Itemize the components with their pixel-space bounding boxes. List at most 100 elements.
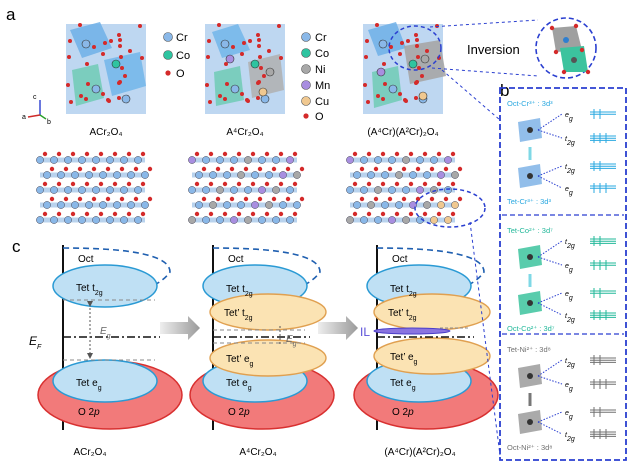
lattice-cation bbox=[78, 156, 86, 164]
band-diagram-3: IL Oct Tet t2g Tet’ t2g Tet’ eg Tet eg O… bbox=[353, 245, 499, 430]
lattice-cation bbox=[209, 171, 217, 179]
caption-c-3: (A⁴Cr)(A²Cr)₂O₄ bbox=[384, 447, 455, 458]
lattice-cation bbox=[409, 171, 417, 179]
orbital-leader bbox=[537, 292, 563, 304]
oxygen-atom bbox=[118, 38, 122, 42]
oxygen-atom bbox=[389, 45, 393, 49]
lattice-oxygen bbox=[443, 166, 449, 172]
lattice-oxygen bbox=[401, 166, 407, 172]
lattice-cation bbox=[346, 186, 354, 194]
lattice-oxygen bbox=[352, 151, 358, 157]
lattice-cation bbox=[286, 156, 294, 164]
lattice-cation bbox=[265, 201, 273, 209]
lattice-oxygen bbox=[380, 181, 386, 187]
lattice-oxygen bbox=[264, 211, 270, 217]
legend-1-o: O bbox=[176, 68, 185, 80]
lattice-oxygen bbox=[422, 151, 428, 157]
lattice-oxygen bbox=[126, 211, 132, 217]
lattice-oxygen bbox=[450, 181, 456, 187]
oxygen-atom bbox=[257, 38, 261, 42]
oxygen-atom bbox=[248, 39, 252, 43]
oxygen-atom bbox=[66, 83, 70, 87]
orbital-leader bbox=[537, 411, 563, 423]
oxygen-atom bbox=[128, 49, 132, 53]
lattice-cation bbox=[92, 186, 100, 194]
oxygen-atom bbox=[415, 38, 419, 42]
orbital-level-label: eg bbox=[565, 112, 573, 123]
lattice-cation bbox=[374, 186, 382, 194]
band2-tet-eg: Tet eg bbox=[226, 378, 252, 392]
lattice-oxygen bbox=[429, 166, 435, 172]
lattice-oxygen bbox=[147, 196, 153, 202]
lattice-oxygen bbox=[285, 166, 291, 172]
legend-1: Cr Co O bbox=[163, 32, 190, 80]
oxygen-atom bbox=[375, 23, 379, 27]
lattice-cation bbox=[258, 156, 266, 164]
cation-atom bbox=[91, 84, 101, 94]
orbital-leader bbox=[537, 129, 563, 139]
lattice-oxygen bbox=[194, 151, 200, 157]
lattice-oxygen bbox=[292, 151, 298, 157]
lattice-cation bbox=[293, 201, 301, 209]
lattice-cation bbox=[188, 216, 196, 224]
panel-b-section-title: Tet-Co²⁺ : 3d⁷ bbox=[507, 226, 553, 235]
cation-atom bbox=[121, 94, 131, 104]
band2-tetp-eg: Tet’ eg bbox=[226, 354, 254, 368]
lattice-oxygen bbox=[42, 211, 48, 217]
oxygen-atom bbox=[435, 24, 439, 28]
oxygen-atom bbox=[117, 81, 121, 85]
lattice-cation bbox=[416, 186, 424, 194]
cation-atom bbox=[111, 59, 121, 69]
orbital-leader bbox=[537, 175, 563, 189]
lattice-cation bbox=[43, 201, 51, 209]
lattice-oxygen bbox=[387, 166, 393, 172]
lattice-oxygen bbox=[243, 196, 249, 202]
lattice-oxygen bbox=[394, 211, 400, 217]
lattice-oxygen bbox=[49, 166, 55, 172]
lattice-cation bbox=[57, 201, 65, 209]
lattice-oxygen bbox=[208, 211, 214, 217]
lattice-cation bbox=[402, 216, 410, 224]
lattice-cation bbox=[272, 156, 280, 164]
lattice-oxygen bbox=[229, 166, 235, 172]
lattice-cation bbox=[367, 201, 375, 209]
lattice-oxygen bbox=[271, 166, 277, 172]
caption-a-3: (A⁴Cr)(A²Cr)₂O₄ bbox=[367, 127, 438, 138]
lattice-oxygen bbox=[366, 181, 372, 187]
lattice-cation bbox=[258, 186, 266, 194]
cation-atom bbox=[220, 39, 230, 49]
lattice-cation bbox=[78, 186, 86, 194]
panel-b-frame bbox=[499, 87, 627, 461]
oxygen-atom bbox=[67, 55, 71, 59]
legend-2-cu: Cu bbox=[315, 96, 329, 108]
lattice-oxygen bbox=[359, 166, 365, 172]
lattice-cation bbox=[99, 201, 107, 209]
oxygen-atom bbox=[398, 92, 402, 96]
lattice-cation bbox=[353, 171, 361, 179]
lattice-oxygen bbox=[408, 181, 414, 187]
lattice-cation bbox=[188, 156, 196, 164]
lattice-cation bbox=[106, 156, 114, 164]
oxygen-atom bbox=[400, 41, 404, 45]
lattice-cation bbox=[64, 156, 72, 164]
caption-a-1: ACr₂O₄ bbox=[90, 127, 123, 138]
central-ion bbox=[527, 419, 533, 425]
lattice-oxygen bbox=[208, 151, 214, 157]
cation-atom bbox=[225, 54, 235, 64]
lattice-view-1 bbox=[36, 151, 153, 224]
lattice-cation bbox=[57, 171, 65, 179]
lattice-cation bbox=[99, 171, 107, 179]
lattice-cation bbox=[64, 186, 72, 194]
lattice-oxygen bbox=[408, 211, 414, 217]
lattice-oxygen bbox=[415, 196, 421, 202]
lattice-oxygen bbox=[215, 196, 221, 202]
orbital-leader bbox=[537, 256, 563, 266]
lattice-cation bbox=[113, 201, 121, 209]
central-ion bbox=[527, 127, 533, 133]
oxygen-atom bbox=[223, 97, 227, 101]
band3-il-label: IL bbox=[360, 325, 370, 339]
orbital-leader bbox=[537, 421, 563, 435]
lattice-oxygen bbox=[56, 211, 62, 217]
orbital-level-label: t2g bbox=[565, 313, 575, 324]
